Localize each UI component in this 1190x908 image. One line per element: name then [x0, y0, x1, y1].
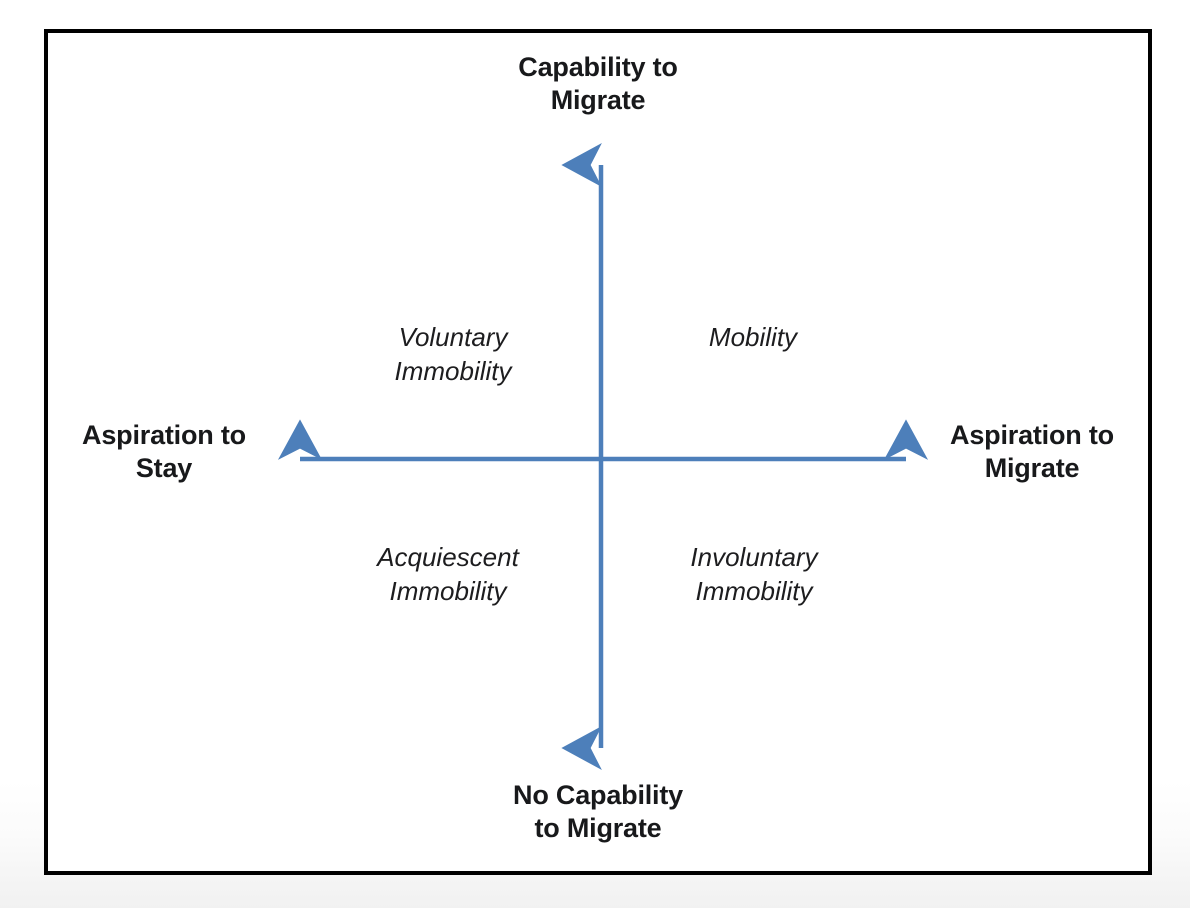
axis-label-capability-to-migrate: Capability to Migrate: [518, 52, 678, 116]
figure-frame: Capability to Migrate No Capability to M…: [44, 29, 1152, 875]
quadrant-label-acquiescent-immobility: Acquiescent Immobility: [377, 542, 519, 606]
axis-label-aspiration-to-migrate: Aspiration to Migrate: [950, 420, 1114, 484]
axis-label-no-capability-to-migrate: No Capability to Migrate: [513, 780, 683, 844]
quadrant-label-voluntary-immobility: Voluntary Immobility: [394, 322, 512, 386]
quadrant-label-mobility: Mobility: [708, 322, 798, 352]
quadrant-diagram: Capability to Migrate No Capability to M…: [48, 33, 1148, 871]
quadrant-label-involuntary-immobility: Involuntary Immobility: [690, 542, 818, 606]
axis-label-aspiration-to-stay: Aspiration to Stay: [82, 420, 246, 484]
